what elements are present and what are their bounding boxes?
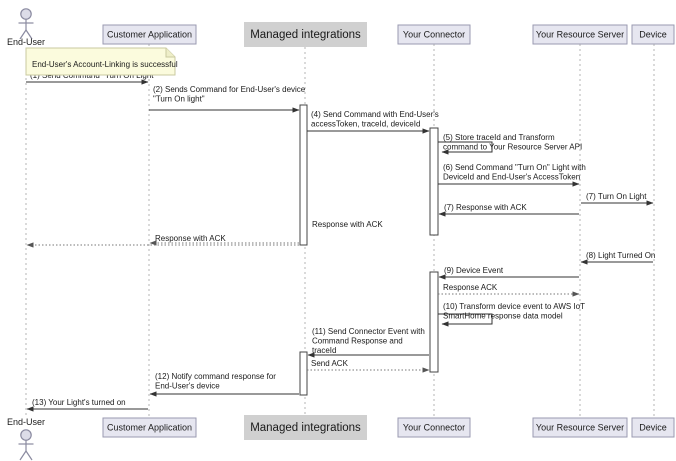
participant-box-managed-header[interactable] bbox=[244, 22, 367, 47]
message-r2[interactable]: Response with ACK bbox=[26, 234, 299, 248]
message-label-2: "Turn On light" bbox=[153, 95, 205, 104]
actor-figure-footer[interactable]: End-User bbox=[7, 417, 45, 461]
message-label-11: Command Response and bbox=[312, 337, 403, 346]
message-label-5: command to Your Resource Server API bbox=[443, 143, 582, 152]
message-label-7b: (7) Response with ACK bbox=[444, 203, 527, 212]
message-label-ack1: Response ACK bbox=[443, 283, 498, 292]
message-4[interactable]: (4) Send Command with End-User'saccessTo… bbox=[307, 110, 439, 134]
message-label-10: (10) Transform device event to AWS IoT bbox=[443, 302, 585, 311]
activations-layer bbox=[299, 104, 439, 396]
participant-box-managed-footer[interactable] bbox=[244, 415, 367, 440]
activation-bar-act-managed-1 bbox=[299, 104, 308, 246]
participant-box-customer-app-header[interactable] bbox=[102, 24, 197, 45]
participant-box-resource-server-footer[interactable] bbox=[532, 417, 628, 438]
message-label-4: (4) Send Command with End-User's bbox=[311, 110, 439, 119]
message-label-r2: Response with ACK bbox=[155, 234, 226, 243]
message-arrow-10 bbox=[438, 313, 493, 327]
message-label-5: (5) Store traceId and Transform bbox=[443, 133, 555, 142]
note-text: End-User's Account-Linking is successful bbox=[32, 60, 178, 69]
message-label-4: accessToken, traceId, deviceId bbox=[311, 120, 420, 129]
message-label-9: (9) Device Event bbox=[444, 266, 504, 275]
participant-label-device-header: Device bbox=[639, 29, 667, 39]
activation-bar-act-connector-1 bbox=[429, 127, 439, 236]
activation-bar-act-connector-2 bbox=[429, 271, 439, 373]
participant-label-device-footer: Device bbox=[639, 422, 667, 432]
actor-label-footer: End-User bbox=[7, 417, 45, 427]
message-label-6: DeviceId and End-User's AccessToken bbox=[443, 173, 580, 182]
message-ack2[interactable]: Send ACK bbox=[307, 359, 430, 373]
participant-box-resource-server-header[interactable] bbox=[532, 24, 628, 45]
note-layer: End-User's Account-Linking is successful bbox=[25, 47, 178, 76]
activation-bar-act-managed-2 bbox=[299, 351, 308, 396]
participant-box-device-header[interactable] bbox=[631, 24, 675, 45]
message-label-11: (11) Send Connector Event with bbox=[312, 327, 425, 336]
message-label-10: SmartHome response data model bbox=[443, 312, 563, 321]
message-7b[interactable]: (7) Response with ACK bbox=[438, 203, 579, 217]
message-r1[interactable]: Response with ACK bbox=[149, 220, 383, 246]
participant-box-connector-footer[interactable] bbox=[397, 417, 471, 438]
message-7a[interactable]: (7) Turn On Light bbox=[581, 192, 654, 206]
message-label-r1: Response with ACK bbox=[312, 220, 383, 229]
participant-label-managed-footer: Managed integrations bbox=[250, 422, 361, 434]
message-arrow-5 bbox=[438, 141, 493, 155]
message-ack1[interactable]: Response ACK bbox=[438, 283, 580, 297]
messages-layer: (1) Send Command "Turn On Light"(2) Send… bbox=[26, 71, 655, 412]
note-fold-corner bbox=[165, 48, 175, 58]
participant-label-managed-header: Managed integrations bbox=[250, 29, 361, 41]
participant-box-device-footer[interactable] bbox=[631, 417, 675, 438]
message-label-11: traceId bbox=[312, 346, 336, 355]
message-label-ack2: Send ACK bbox=[311, 359, 349, 368]
participant-label-customer-app-header: Customer Application bbox=[107, 29, 192, 39]
message-8[interactable]: (8) Light Turned On bbox=[580, 251, 655, 265]
message-label-2: (2) Sends Command for End-User's device bbox=[153, 85, 306, 94]
message-label-13: (13) Your Light's turned on bbox=[32, 398, 126, 407]
message-2[interactable]: (2) Sends Command for End-User's device"… bbox=[149, 85, 306, 113]
message-label-6: (6) Send Command "Turn On" Light with bbox=[443, 163, 586, 172]
message-label-7a: (7) Turn On Light bbox=[586, 192, 647, 201]
message-9[interactable]: (9) Device Event bbox=[438, 266, 579, 280]
participant-label-customer-app-footer: Customer Application bbox=[107, 422, 192, 432]
note-box bbox=[25, 47, 176, 76]
actor-label-header: End-User bbox=[7, 37, 45, 47]
message-label-12: End-User's device bbox=[155, 382, 220, 391]
participant-label-resource-server-footer: Your Resource Server bbox=[536, 422, 624, 432]
actor-figure-header[interactable]: End-User bbox=[7, 8, 45, 47]
message-label-8: (8) Light Turned On bbox=[586, 251, 655, 260]
participant-label-resource-server-header: Your Resource Server bbox=[536, 29, 624, 39]
participant-label-connector-header: Your Connector bbox=[403, 29, 465, 39]
participant-label-connector-footer: Your Connector bbox=[403, 422, 465, 432]
message-label-12: (12) Notify command response for bbox=[155, 372, 276, 381]
participant-box-connector-header[interactable] bbox=[397, 24, 471, 45]
participant-box-customer-app-footer[interactable] bbox=[102, 417, 197, 438]
message-13[interactable]: (13) Your Light's turned on bbox=[26, 398, 148, 412]
message-10[interactable]: (10) Transform device event to AWS IoTSm… bbox=[438, 302, 585, 327]
message-6[interactable]: (6) Send Command "Turn On" Light withDev… bbox=[438, 163, 586, 187]
message-12[interactable]: (12) Notify command response forEnd-User… bbox=[149, 372, 299, 397]
